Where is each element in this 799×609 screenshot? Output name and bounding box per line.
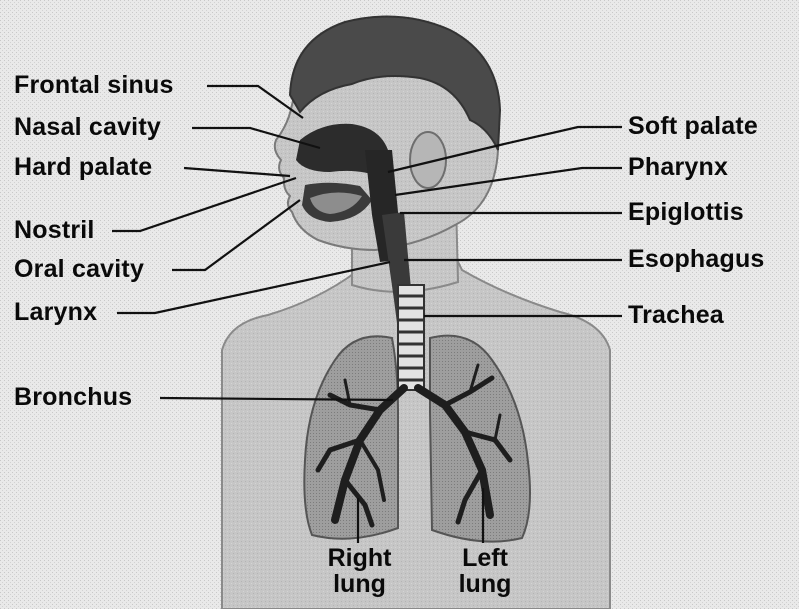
label-trachea: Trachea: [628, 303, 724, 328]
label-right-lung-line1: Right: [312, 545, 407, 571]
label-esophagus: Esophagus: [628, 247, 765, 272]
label-hard-palate: Hard palate: [14, 155, 152, 180]
label-nostril: Nostril: [14, 218, 95, 243]
label-soft-palate: Soft palate: [628, 114, 758, 139]
label-epiglottis: Epiglottis: [628, 200, 744, 225]
label-oral-cavity: Oral cavity: [14, 257, 144, 282]
label-frontal-sinus: Frontal sinus: [14, 73, 174, 98]
label-bronchus: Bronchus: [14, 385, 132, 410]
label-right-lung-line2: lung: [312, 571, 407, 597]
label-larynx: Larynx: [14, 300, 97, 325]
label-left-lung-line1: Left: [440, 545, 530, 571]
label-nasal-cavity: Nasal cavity: [14, 115, 161, 140]
label-left-lung-line2: lung: [440, 571, 530, 597]
label-pharynx: Pharynx: [628, 155, 728, 180]
label-left-lung: Left lung: [440, 545, 530, 598]
trachea-tube: [398, 285, 424, 390]
label-right-lung: Right lung: [312, 545, 407, 598]
